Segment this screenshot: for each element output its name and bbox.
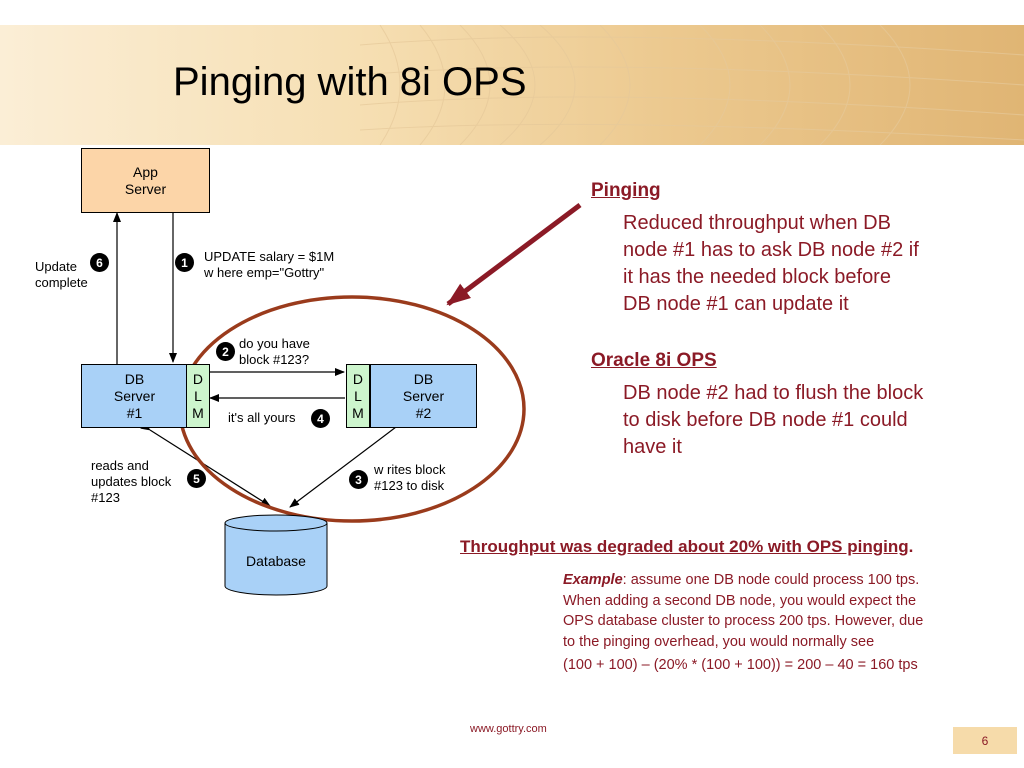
step-2-label: do you have block #123? bbox=[239, 336, 310, 368]
example-block: Example: assume one DB node could proces… bbox=[563, 570, 923, 676]
pinging-line-3: it has the needed block before bbox=[623, 266, 891, 288]
app-server-box: App Server bbox=[81, 148, 210, 213]
step-1-badge: 1 bbox=[175, 253, 194, 272]
step-1-label: UPDATE salary = $1M w here emp="Gottry" bbox=[204, 249, 334, 281]
db-server-2-line1: DB bbox=[413, 370, 434, 387]
pinging-heading: Pinging bbox=[591, 180, 661, 201]
arrow-reads-updates bbox=[140, 421, 271, 507]
dlm-1-letter-d: D bbox=[192, 370, 204, 387]
ops-line-2: to disk before DB node #1 could bbox=[623, 409, 908, 431]
example-line-1: Example: assume one DB node could proces… bbox=[563, 570, 923, 591]
app-server-label-line2: Server bbox=[124, 180, 167, 197]
pinging-line-4: DB node #1 can update it bbox=[623, 293, 849, 315]
step-1-label-line2: w here emp="Gottry" bbox=[204, 265, 325, 280]
db-server-1-line2: Server bbox=[113, 387, 156, 404]
dlm-1-box: D L M bbox=[186, 364, 210, 428]
step-3-label-line2: #123 to disk bbox=[374, 478, 445, 493]
throughput-statement: Throughput was degraded about 20% with O… bbox=[460, 537, 913, 557]
step-2-label-line2: block #123? bbox=[239, 352, 310, 367]
page-number-box: 6 bbox=[953, 727, 1017, 754]
throughput-text: Throughput was degraded about 20% with O… bbox=[460, 537, 909, 556]
footer-url: www.gottry.com bbox=[470, 723, 547, 735]
database-label: Database bbox=[246, 553, 306, 569]
step-3-badge: 3 bbox=[349, 470, 368, 489]
step-6-label-line2: complete bbox=[35, 275, 88, 290]
dlm-2-letter-l: L bbox=[354, 387, 362, 404]
app-server-label-line1: App bbox=[133, 163, 158, 180]
step-1-label-line1: UPDATE salary = $1M bbox=[204, 249, 335, 264]
callout-arrow bbox=[446, 203, 582, 306]
banner-texture bbox=[359, 25, 1024, 145]
arrow-writes-block bbox=[289, 426, 397, 508]
db-server-2-line3: #2 bbox=[415, 404, 432, 421]
example-text-1: : assume one DB node could process 100 t… bbox=[622, 572, 920, 588]
step-3-label-line1: w rites block bbox=[374, 462, 446, 477]
dlm-1-letter-l: L bbox=[194, 387, 202, 404]
page-number: 6 bbox=[981, 733, 989, 748]
step-4-label: it's all yours bbox=[228, 410, 296, 425]
example-label: Example bbox=[563, 572, 623, 588]
header-banner bbox=[0, 25, 1024, 145]
slide-title: Pinging with 8i OPS bbox=[173, 60, 527, 104]
example-line-3: OPS database cluster to process 200 tps.… bbox=[563, 613, 924, 629]
throughput-period: . bbox=[908, 537, 914, 556]
example-line-2: When adding a second DB node, you would … bbox=[563, 592, 917, 609]
step-6-label-line1: Update bbox=[35, 259, 77, 274]
ops-line-3: have it bbox=[623, 436, 682, 458]
example-line-5: (100 + 100) – (20% * (100 + 100)) = 200 … bbox=[563, 657, 918, 673]
step-5-label-line1: reads and bbox=[91, 458, 149, 473]
db-server-2-line2: Server bbox=[402, 387, 445, 404]
step-5-badge: 5 bbox=[187, 469, 206, 488]
step-4-badge: 4 bbox=[311, 409, 330, 428]
dlm-1-letter-m: M bbox=[192, 404, 204, 421]
db-server-1-line3: #1 bbox=[126, 404, 143, 421]
step-6-badge: 6 bbox=[90, 253, 109, 272]
step-5-label-line3: #123 bbox=[91, 490, 120, 505]
dlm-2-letter-d: D bbox=[352, 370, 364, 387]
database-cylinder-icon bbox=[224, 514, 328, 596]
db-server-1-line1: DB bbox=[124, 370, 145, 387]
example-line-4: to the pinging overhead, you would norma… bbox=[563, 633, 875, 650]
dlm-2-box: D L M bbox=[346, 364, 370, 428]
step-2-badge: 2 bbox=[216, 342, 235, 361]
step-6-label: Update complete bbox=[35, 259, 88, 291]
step-2-label-line1: do you have bbox=[239, 336, 310, 351]
step-5-label-line2: updates block bbox=[91, 474, 172, 489]
pinging-line-2: node #1 has to ask DB node #2 if bbox=[623, 239, 919, 261]
ops-line-1: DB node #2 had to flush the block bbox=[623, 382, 924, 404]
db-server-1-box: DB Server #1 bbox=[81, 364, 188, 428]
pinging-description: Reduced throughput when DB node #1 has t… bbox=[623, 210, 919, 318]
step-5-label: reads and updates block #123 bbox=[91, 458, 171, 506]
pinging-line-1: Reduced throughput when DB bbox=[623, 212, 891, 234]
ops-description: DB node #2 had to flush the block to dis… bbox=[623, 380, 923, 461]
db-server-2-box: DB Server #2 bbox=[370, 364, 477, 428]
ops-heading: Oracle 8i OPS bbox=[591, 350, 717, 371]
step-3-label: w rites block #123 to disk bbox=[374, 462, 446, 494]
dlm-2-letter-m: M bbox=[352, 404, 364, 421]
